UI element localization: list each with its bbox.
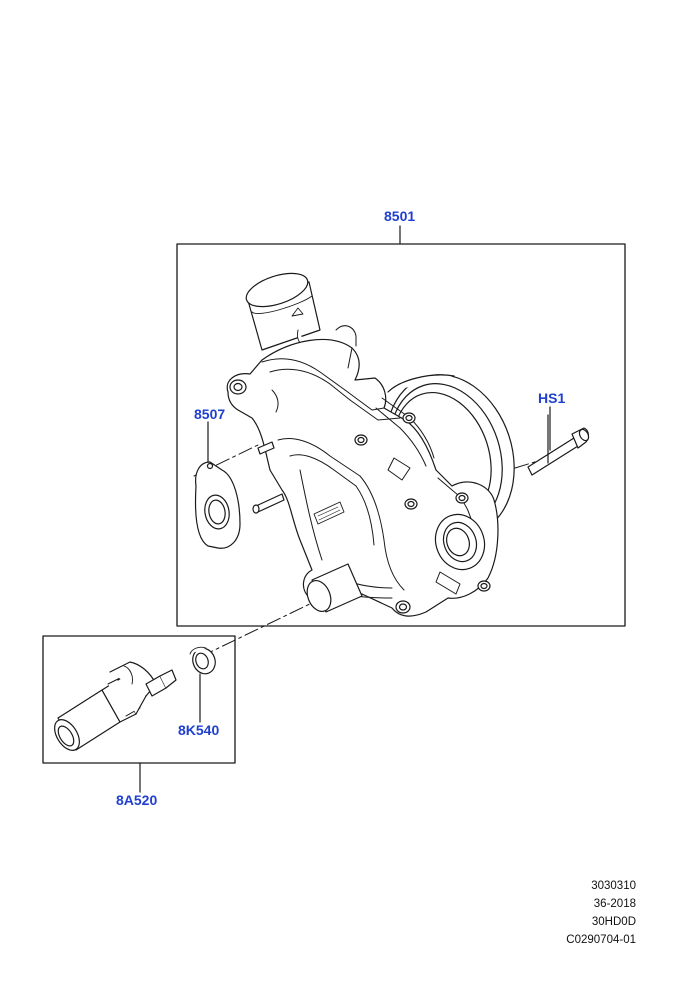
sensor-illustration: [54, 661, 177, 751]
outlet-pipe: [245, 272, 321, 351]
callout-gasket: 8507: [194, 406, 226, 422]
water-pump-frame: [176, 243, 626, 627]
inlet-port: [434, 513, 486, 571]
gasket-illustration: [194, 461, 241, 549]
reference-code-3: 30HD0D: [591, 916, 636, 928]
upper-dowel: [257, 441, 275, 455]
water-pump-illustration: [226, 272, 515, 617]
housing-stud: [252, 493, 285, 514]
callout-bolt: HS1: [538, 390, 566, 406]
seal-illustration: [189, 646, 216, 675]
callout-water-pump: 8501: [384, 208, 416, 224]
sensor-frame: [42, 635, 236, 764]
reference-code-4: C0290704-01: [566, 934, 636, 946]
pump-housing: [226, 338, 499, 617]
part-stamp: [313, 501, 345, 525]
mounting-bosses: [229, 379, 491, 614]
reference-code-2: 36-2018: [593, 898, 636, 910]
reference-code-1: 3030310: [591, 880, 636, 892]
callout-sensor: 8A520: [116, 792, 158, 808]
thermostat-spigot: [306, 563, 363, 613]
bolt-illustration: [527, 414, 590, 476]
housing-details: [261, 325, 475, 599]
callout-seal: 8K540: [178, 722, 220, 738]
